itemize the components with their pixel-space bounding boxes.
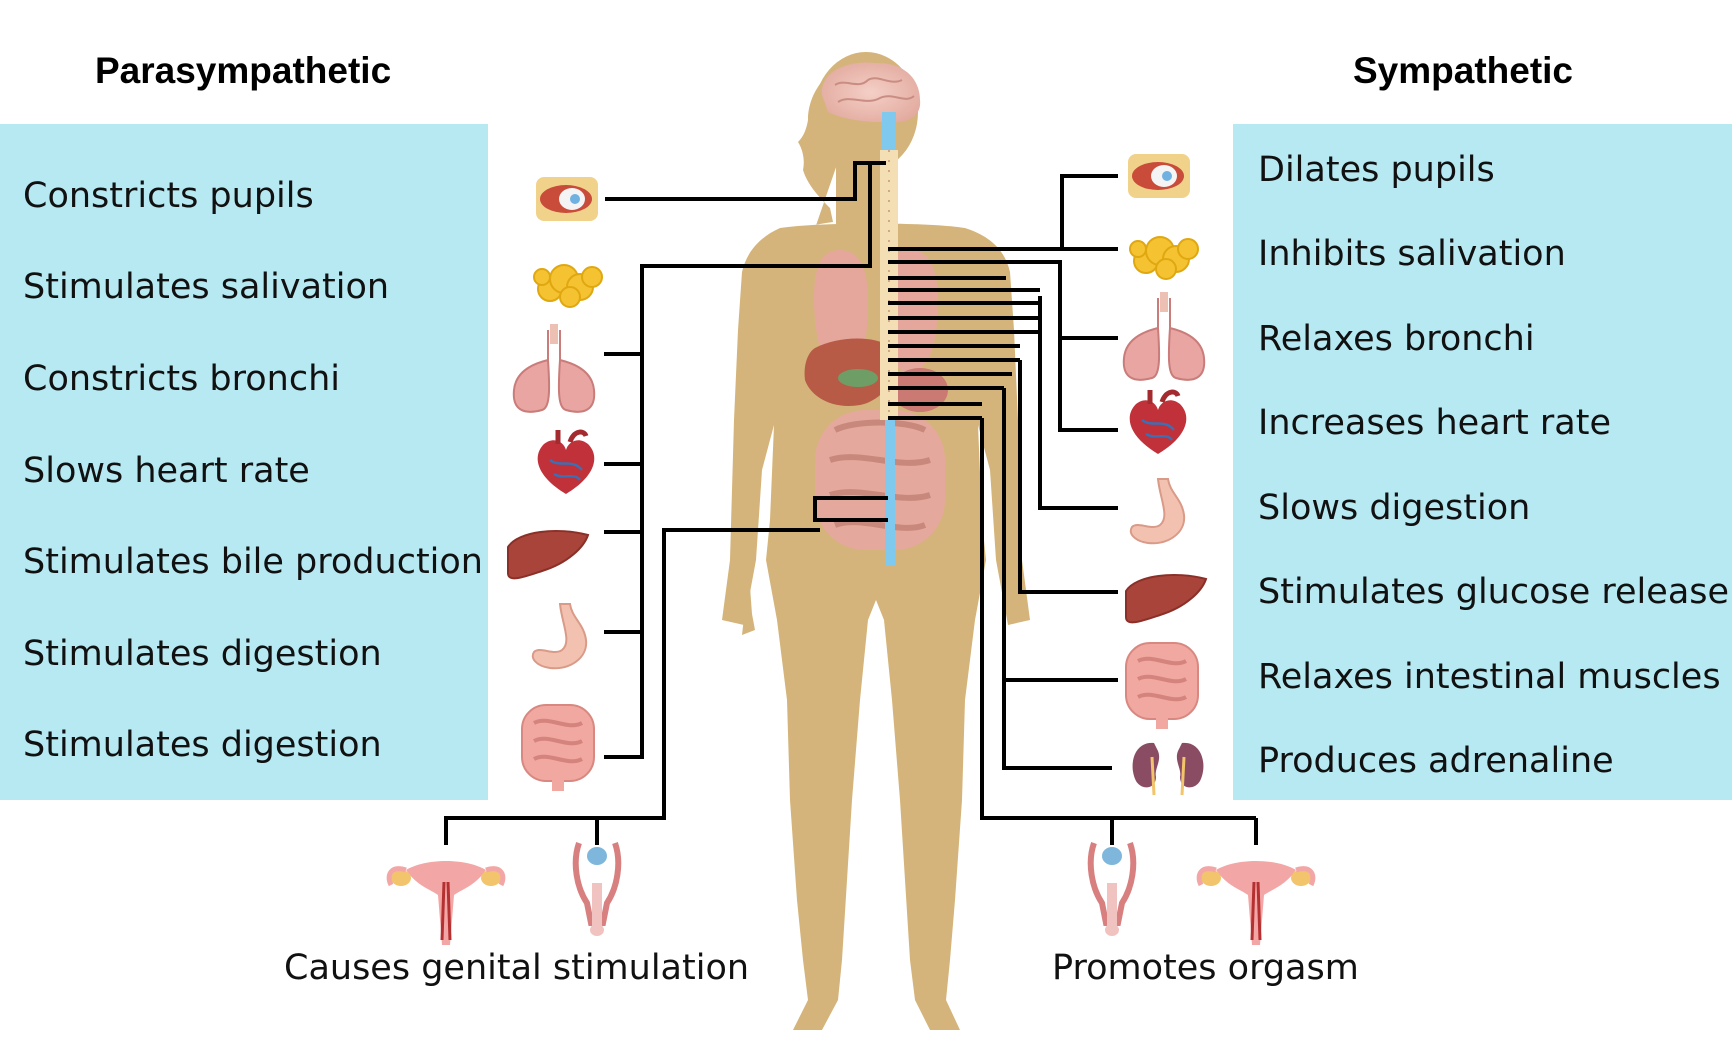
- parasympathetic-intestines-icon: [521, 704, 595, 791]
- spinal-column-shape: [880, 150, 898, 420]
- parasympathetic-liver-icon: [507, 530, 590, 580]
- female-reproductive-icon-left: [386, 861, 506, 945]
- connector-line-28: [1002, 388, 1112, 770]
- male-reproductive-icon-left: [572, 842, 622, 936]
- sympathetic-liver-icon: [1125, 574, 1208, 624]
- parasympathetic-lungs-icon: [512, 324, 596, 413]
- nerve-connector-lines: [444, 161, 1258, 845]
- organ-icons: [507, 154, 1208, 796]
- sympathetic-heading: Sympathetic: [1353, 50, 1574, 91]
- connector-line-26: [1038, 296, 1118, 510]
- connector-line-24: [1006, 260, 1118, 432]
- parasympathetic-eye-icon: [536, 177, 598, 221]
- brain: [821, 62, 921, 123]
- connector-line-1: [640, 163, 872, 268]
- spinal-cord: [880, 112, 898, 565]
- parasympathetic-effects-panel: Constricts pupils Stimulates salivation …: [0, 124, 488, 800]
- connector-line-27: [1018, 360, 1118, 594]
- sympathetic-effect-digestion: Slows digestion: [1258, 488, 1531, 528]
- reproductive-organs: [386, 842, 1316, 945]
- parasympathetic-effect-pupils: Constricts pupils: [23, 176, 314, 216]
- sympathetic-lungs-icon: [1122, 292, 1206, 381]
- intestine-folds-internal: [829, 419, 931, 531]
- gallbladder-internal: [838, 369, 878, 387]
- brain-folds: [834, 77, 915, 103]
- brain-shape: [821, 62, 921, 123]
- parasympathetic-heart-icon: [537, 429, 595, 494]
- intestines-internal: [815, 410, 945, 550]
- parasympathetic-effect-bile: Stimulates bile production: [23, 542, 483, 582]
- sympathetic-effect-salivation: Inhibits salivation: [1258, 234, 1566, 274]
- sympathetic-effect-intestinal-muscles: Relaxes intestinal muscles: [1258, 657, 1721, 697]
- parasympathetic-heading: Parasympathetic: [95, 50, 392, 91]
- sympathetic-heart-icon: [1129, 389, 1187, 454]
- connector-line-30: [980, 418, 1114, 845]
- sympathetic-intestines-icon: [1125, 642, 1199, 729]
- parasympathetic-genital-caption: Causes genital stimulation: [284, 948, 750, 988]
- internal-organs: [804, 250, 948, 550]
- brainstem-shape: [882, 112, 896, 160]
- sympathetic-effect-adrenaline: Produces adrenaline: [1258, 741, 1614, 781]
- female-reproductive-icon-right: [1196, 861, 1316, 945]
- parasympathetic-effect-digestion-intestines: Stimulates digestion: [23, 725, 382, 765]
- parasympathetic-effect-bronchi: Constricts bronchi: [23, 359, 341, 399]
- connector-line-10: [1060, 174, 1118, 251]
- connector-line-2: [604, 266, 644, 759]
- sympathetic-effect-bronchi: Relaxes bronchi: [1258, 319, 1535, 359]
- parasympathetic-effect-heart: Slows heart rate: [23, 451, 310, 491]
- sympathetic-kidneys-icon: [1132, 742, 1204, 796]
- sympathetic-stomach-icon: [1129, 478, 1186, 545]
- connector-line-8: [444, 528, 820, 845]
- sympathetic-effect-glucose: Stimulates glucose release: [1258, 572, 1730, 612]
- sympathetic-salivary-gland-icon: [1129, 236, 1199, 280]
- male-reproductive-icon-right: [1087, 842, 1137, 936]
- sympathetic-genital-caption: Promotes orgasm: [1052, 948, 1359, 988]
- torso-shape: [722, 223, 1030, 1030]
- sympathetic-effects-panel: Dilates pupils Inhibits salivation Relax…: [1233, 124, 1732, 800]
- right-lung-internal: [885, 250, 938, 372]
- sympathetic-effect-heart: Increases heart rate: [1258, 403, 1611, 443]
- parasympathetic-effect-salivation: Stimulates salivation: [23, 267, 390, 307]
- parasympathetic-salivary-gland-icon: [533, 264, 603, 308]
- sympathetic-effect-pupils: Dilates pupils: [1258, 150, 1495, 190]
- lower-spinal-cord-shape: [885, 420, 895, 565]
- connector-line-7: [813, 496, 888, 522]
- sympathetic-eye-icon: [1128, 154, 1190, 198]
- parasympathetic-stomach-icon: [531, 603, 588, 670]
- parasympathetic-effect-digestion-stomach: Stimulates digestion: [23, 634, 382, 674]
